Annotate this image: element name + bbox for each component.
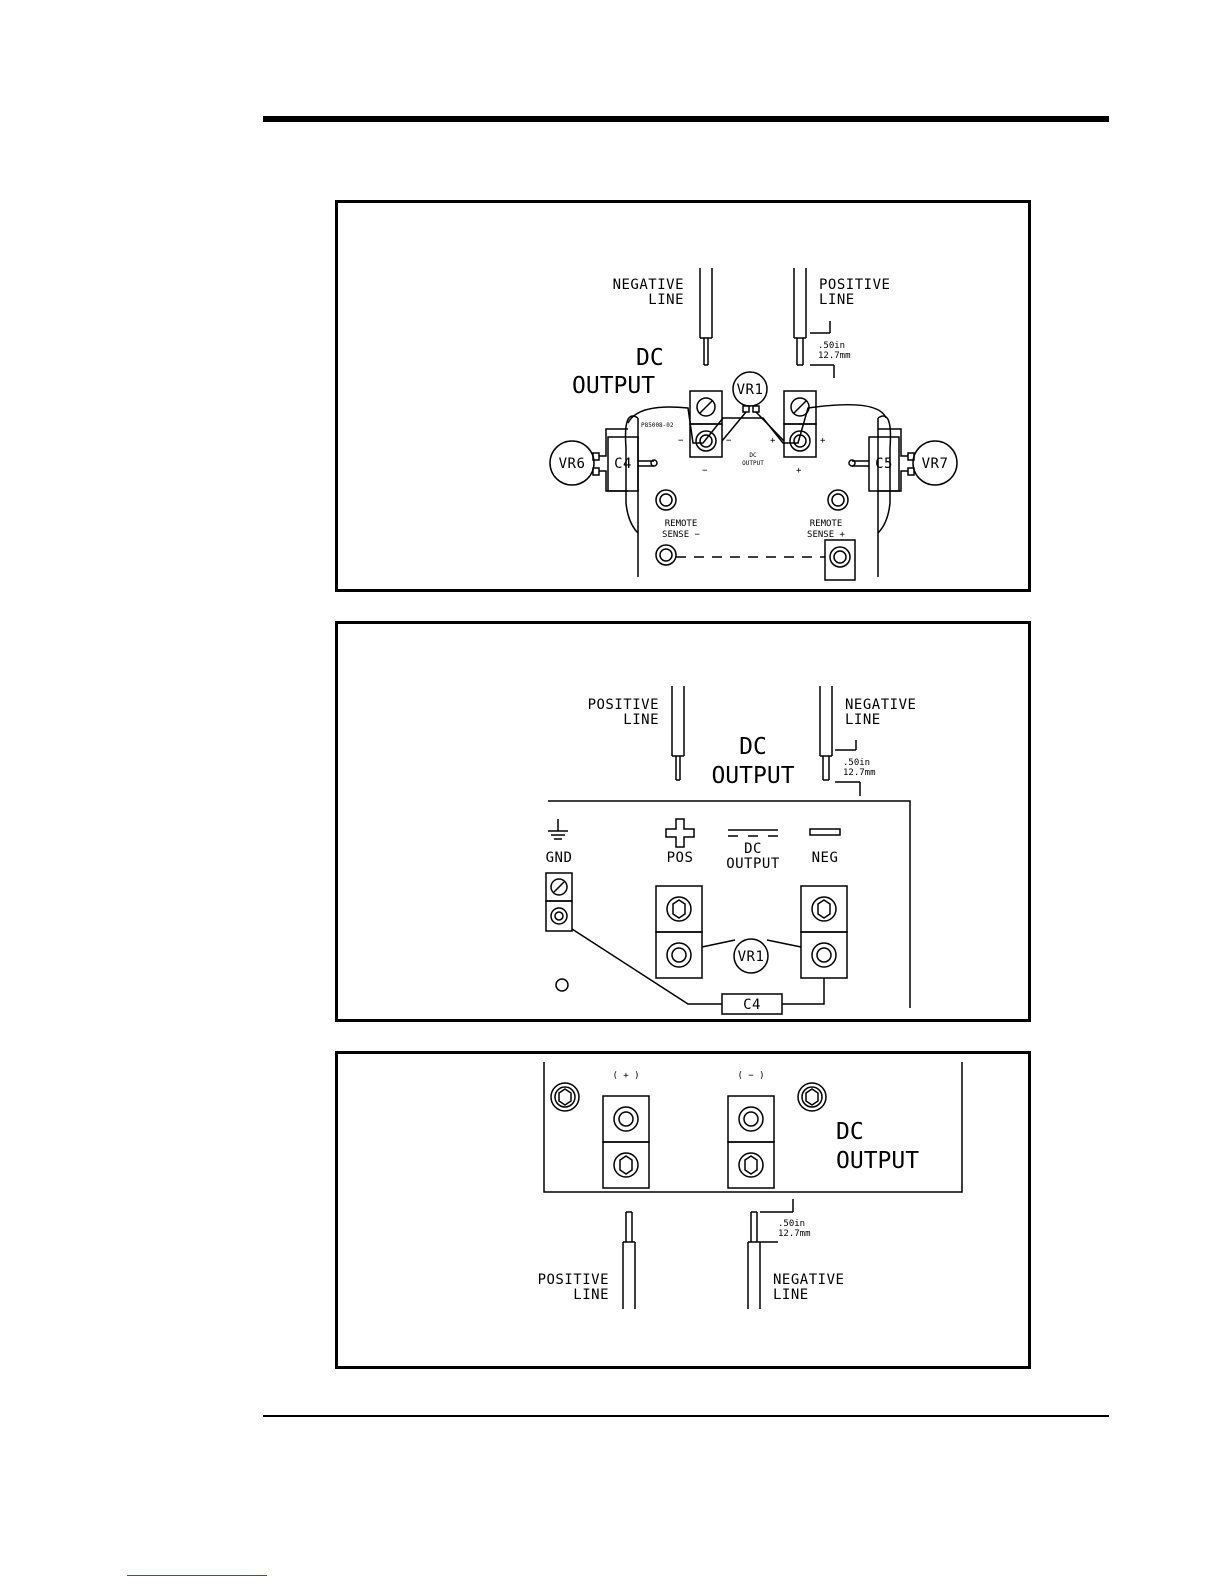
part-number: P85008-02 xyxy=(641,422,674,429)
header-rule xyxy=(263,116,1109,122)
board-dc-label-2: OUTPUT xyxy=(742,460,764,467)
board-dc-label-1: DC xyxy=(749,452,757,459)
positive-line-label-1: POSITIVE xyxy=(538,1272,609,1288)
dc-output-title-1: DC xyxy=(739,734,767,760)
vr7-label: VR7 xyxy=(922,456,949,472)
c4-label: C4 xyxy=(743,997,761,1013)
vr1-label: VR1 xyxy=(738,949,765,965)
minus-terminal-label: ( − ) xyxy=(737,1071,764,1081)
dimension-inches: .50in xyxy=(818,341,845,351)
remote-sense-minus-1: REMOTE xyxy=(665,519,698,529)
positive-line-label-2: LINE xyxy=(573,1287,609,1303)
dc-output-diagram-1: NEGATIVE LINE POSITIVE LINE .50in 12.7mm… xyxy=(338,203,1031,592)
dc-output-diagram-3: ( + ) ( − ) DC OUTPUT .50in 12.7mm POSIT… xyxy=(338,1054,1031,1369)
minus-sign-3: − xyxy=(702,466,708,476)
minus-sign-1: − xyxy=(678,436,684,446)
vr1-label: VR1 xyxy=(737,382,764,398)
plus-sign-1: + xyxy=(770,436,776,446)
figure-panel-1: NEGATIVE LINE POSITIVE LINE .50in 12.7mm… xyxy=(335,200,1031,592)
positive-line-label-2: LINE xyxy=(819,292,855,308)
remote-sense-plus-2: SENSE + xyxy=(807,530,846,540)
neg-label: NEG xyxy=(812,850,839,866)
minus-sign-2: − xyxy=(726,436,732,446)
c4-label: C4 xyxy=(614,456,632,472)
board-dc-label-2: OUTPUT xyxy=(726,856,780,872)
dimension-inches: .50in xyxy=(778,1219,805,1229)
dc-output-diagram-2: POSITIVE LINE NEGATIVE LINE .50in 12.7mm… xyxy=(338,624,1031,1022)
figure-panel-3: ( + ) ( − ) DC OUTPUT .50in 12.7mm POSIT… xyxy=(335,1051,1031,1369)
dimension-mm: 12.7mm xyxy=(843,768,876,778)
footer-link-underline[interactable] xyxy=(127,1575,267,1576)
footer-rule xyxy=(263,1415,1109,1417)
negative-line-label-2: LINE xyxy=(845,712,881,728)
pos-label: POS xyxy=(667,850,694,866)
dc-output-title-2: OUTPUT xyxy=(572,373,655,399)
plus-sign-3: + xyxy=(796,466,802,476)
negative-line-label-2: LINE xyxy=(648,292,684,308)
vr6-label: VR6 xyxy=(559,456,586,472)
dc-output-title-2: OUTPUT xyxy=(836,1148,919,1174)
dc-output-title-2: OUTPUT xyxy=(711,763,794,789)
dimension-mm: 12.7mm xyxy=(818,351,851,361)
board-dc-label-1: DC xyxy=(744,841,762,857)
negative-line-label-1: NEGATIVE xyxy=(613,277,684,293)
dc-output-title-1: DC xyxy=(836,1119,864,1145)
dimension-mm: 12.7mm xyxy=(778,1229,811,1239)
negative-line-label-2: LINE xyxy=(773,1287,809,1303)
plus-sign-2: + xyxy=(820,436,826,446)
negative-line-label-1: NEGATIVE xyxy=(773,1272,844,1288)
dimension-inches: .50in xyxy=(843,758,870,768)
negative-line-label-1: NEGATIVE xyxy=(845,697,916,713)
positive-line-label-1: POSITIVE xyxy=(588,697,659,713)
remote-sense-plus-1: REMOTE xyxy=(810,519,843,529)
figure-panel-2: POSITIVE LINE NEGATIVE LINE .50in 12.7mm… xyxy=(335,621,1031,1022)
plus-terminal-label: ( + ) xyxy=(612,1071,639,1081)
positive-line-label-2: LINE xyxy=(623,712,659,728)
positive-line-label-1: POSITIVE xyxy=(819,277,890,293)
gnd-label: GND xyxy=(546,850,573,866)
dc-output-title-1: DC xyxy=(636,345,664,371)
remote-sense-minus-2: SENSE − xyxy=(662,530,701,540)
c5-label: C5 xyxy=(875,456,893,472)
